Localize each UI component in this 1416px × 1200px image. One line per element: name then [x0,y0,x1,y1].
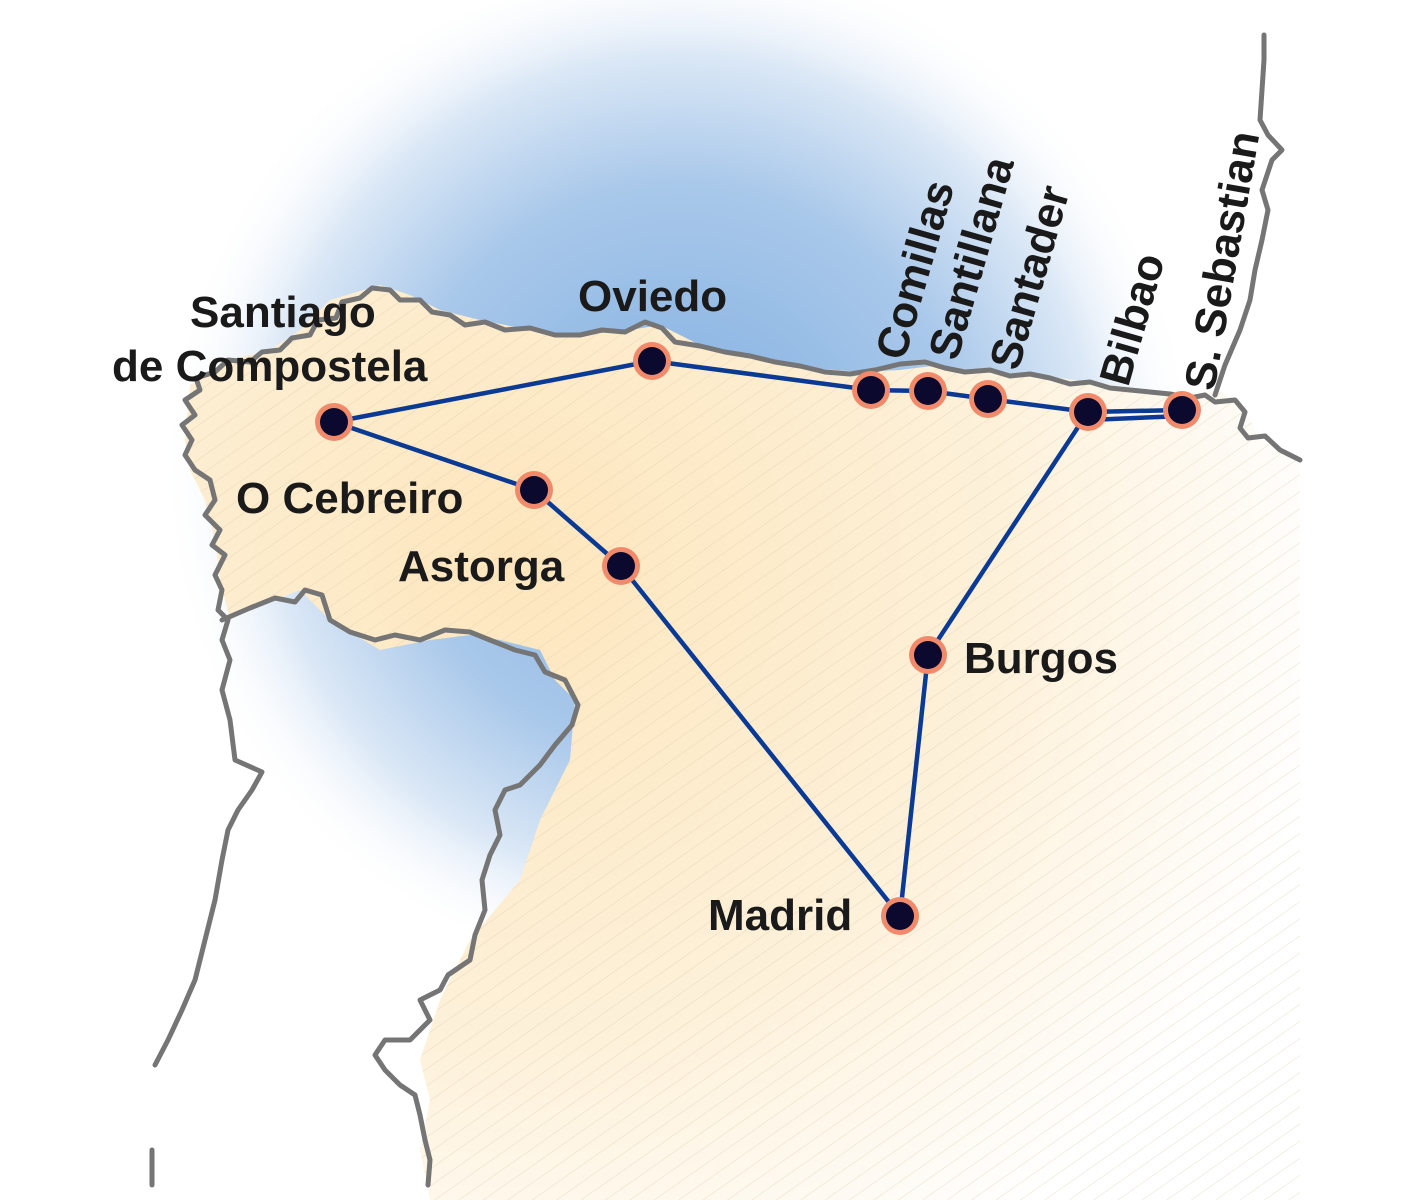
route-astorga-madrid [618,563,903,919]
marker-dot [914,377,942,405]
city-marker-cebreiro[interactable] [515,471,553,509]
route-burgos-bilbao [925,409,1091,658]
route-cebreiro-astorga [531,487,624,569]
marker-dot [520,476,548,504]
marker-dot [886,902,914,930]
coastline-west [152,467,265,1068]
city-marker-sebastian[interactable] [1163,391,1201,429]
marker-dot [974,385,1002,413]
city-marker-astorga[interactable] [602,547,640,585]
city-marker-bilbao[interactable] [1069,393,1107,431]
city-label-astorga: Astorga [398,542,565,591]
marker-dot [638,347,666,375]
route-santiago-cebreiro [331,419,537,493]
marker-dot [1074,398,1102,426]
coastline-france [1212,32,1285,398]
marker-dot [607,552,635,580]
city-marker-oviedo[interactable] [633,342,671,380]
city-label-santiago-line2: de Compostela [112,342,428,391]
city-marker-comillas[interactable] [852,371,890,409]
city-marker-santillana[interactable] [909,372,947,410]
city-marker-burgos[interactable] [909,636,947,674]
coastline-north [179,285,1303,473]
city-label-madrid: Madrid [708,891,852,940]
city-marker-madrid[interactable] [881,897,919,935]
marker-dot [320,408,348,436]
route-oviedo-comillas [649,358,874,393]
route-santiago-oviedo [331,358,655,425]
route-madrid-burgos [897,652,931,919]
marker-dot [1168,396,1196,424]
city-label-oviedo: Oviedo [578,272,727,321]
city-marker-santiago[interactable] [315,403,353,441]
city-markers [315,342,1201,935]
border-portugal [219,587,581,1188]
marker-dot [914,641,942,669]
city-marker-santader[interactable] [969,380,1007,418]
city-label-santiago-line1: Santiago [190,288,376,337]
city-label-burgos: Burgos [964,634,1118,683]
marker-dot [857,376,885,404]
city-label-cebreiro: O Cebreiro [236,474,463,523]
